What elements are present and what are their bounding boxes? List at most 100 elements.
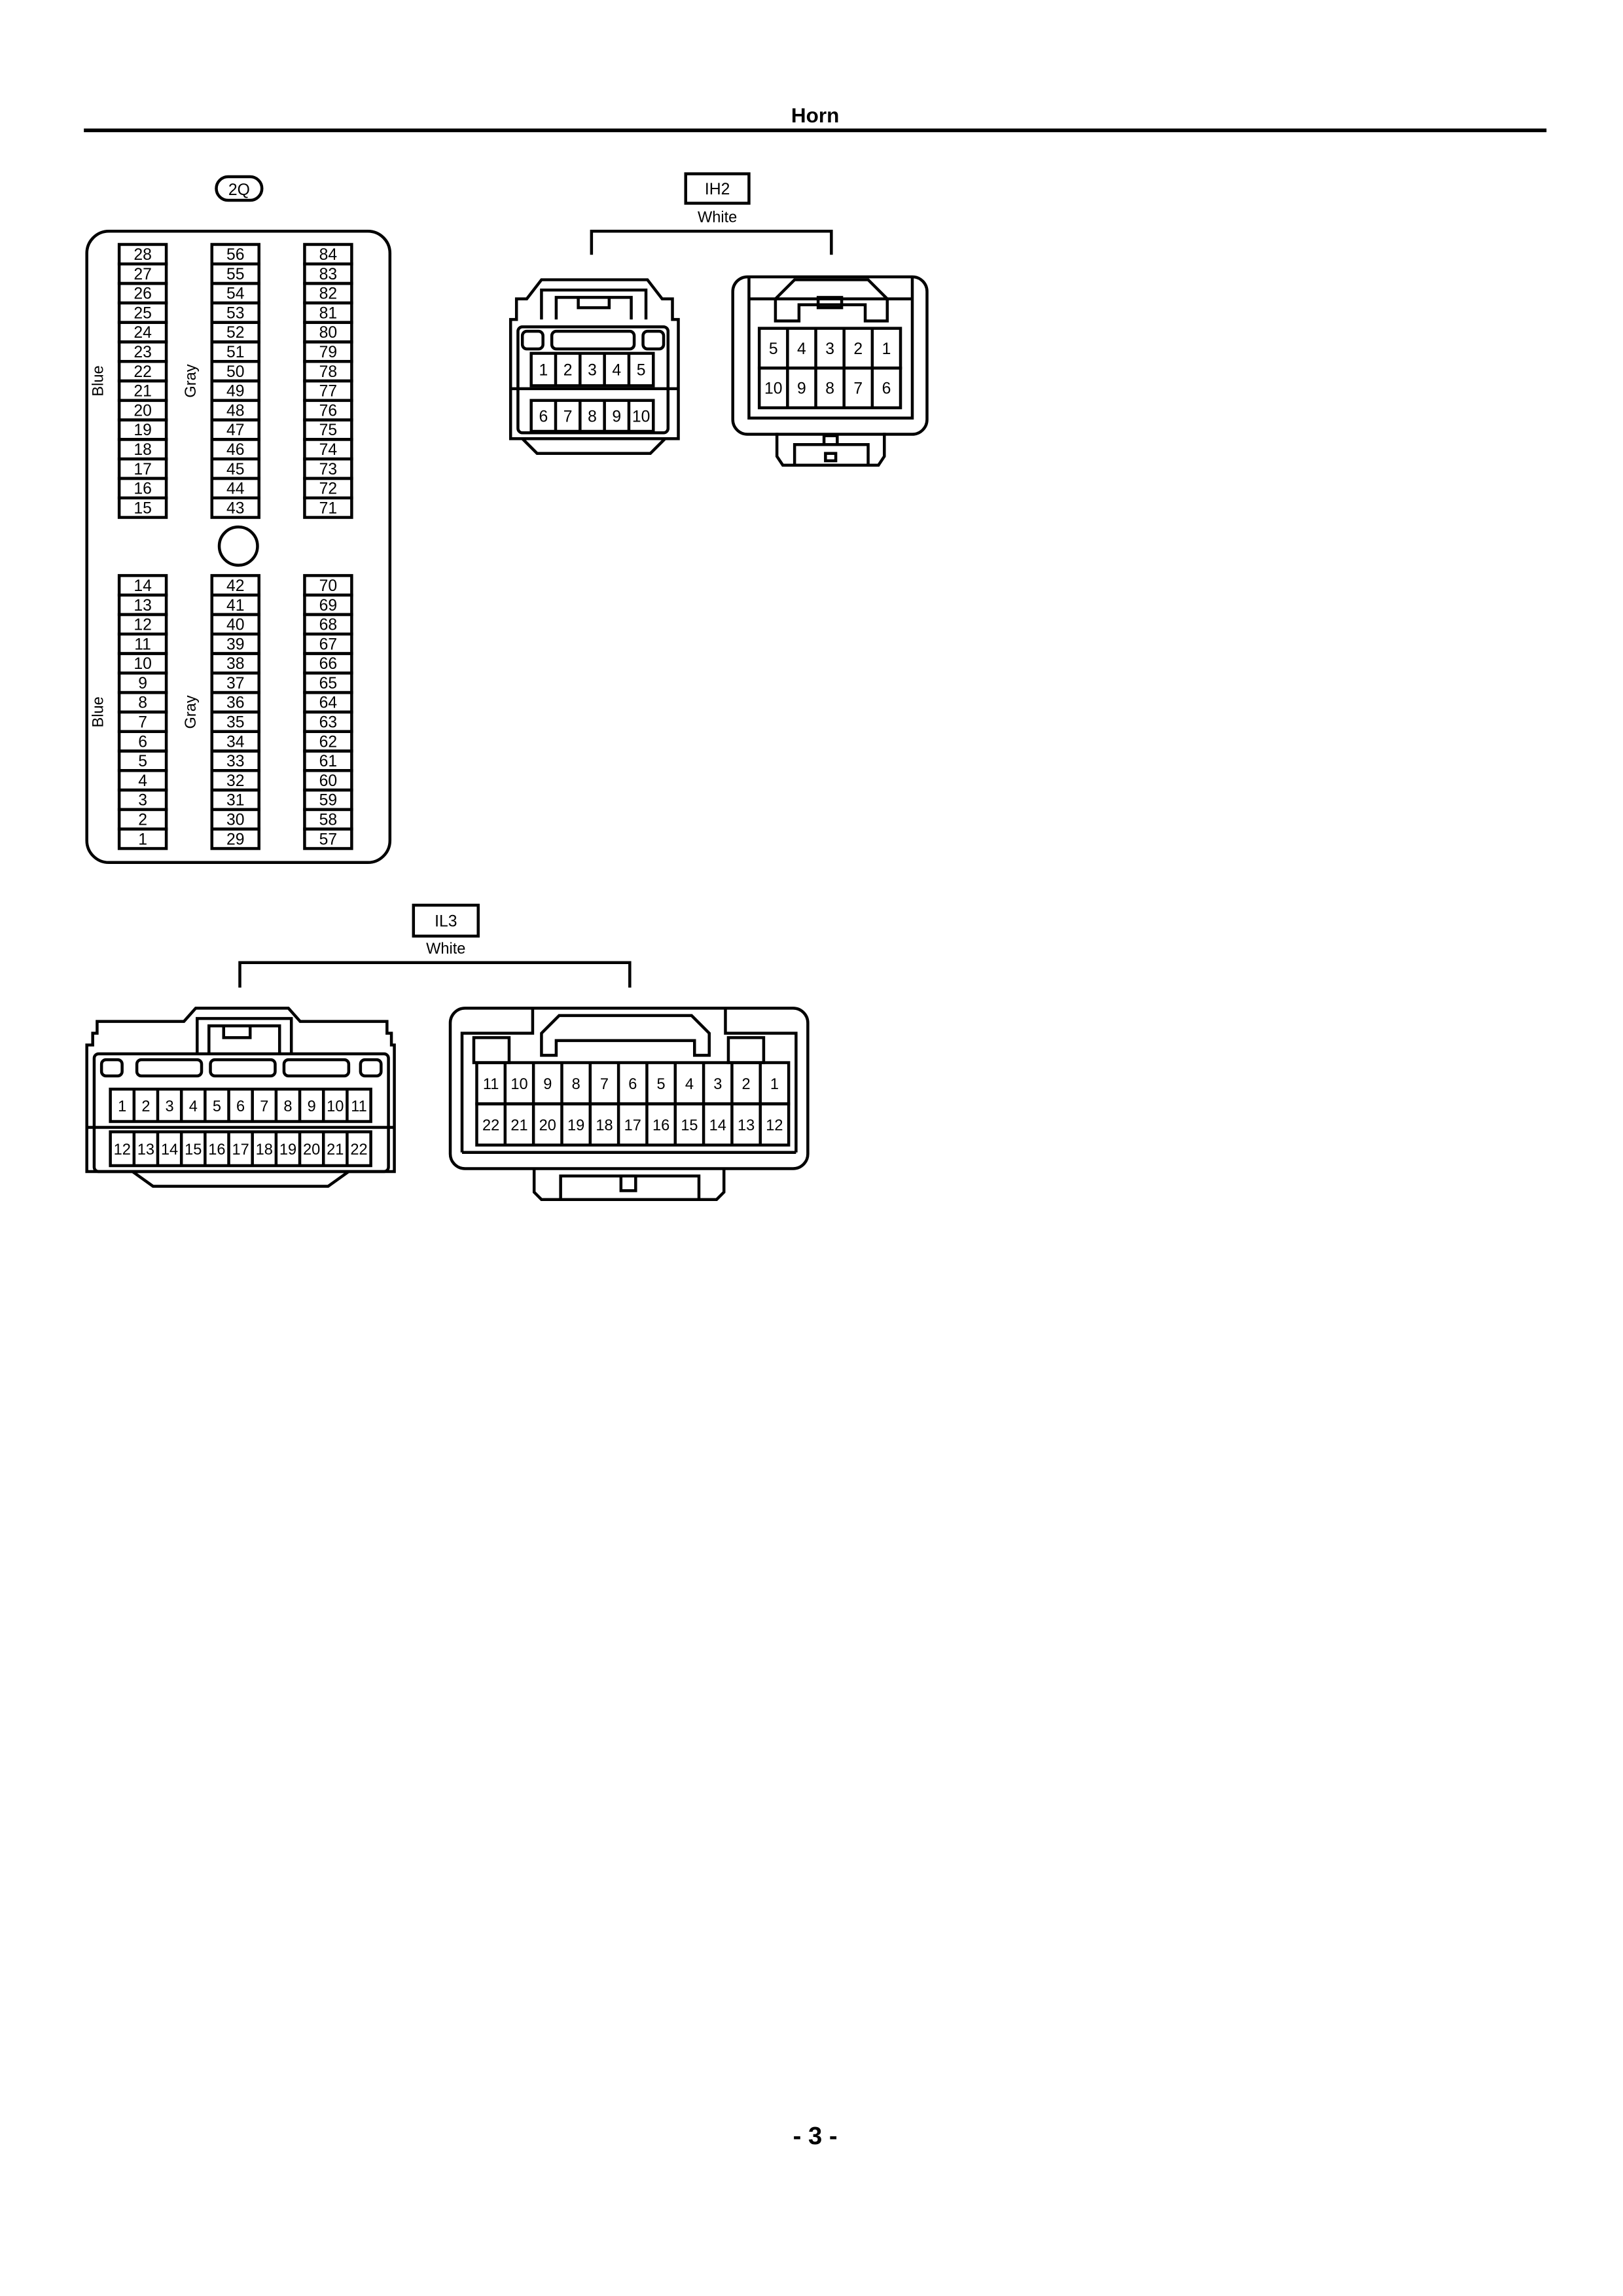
connector-color: White: [698, 209, 737, 226]
pin-number: 24: [134, 324, 152, 342]
pin-number: 3: [713, 1076, 722, 1093]
pin-number: 58: [319, 811, 338, 829]
pin-number: 3: [138, 792, 147, 810]
pin-number: 1: [118, 1098, 126, 1115]
connector-2q: 2Q 2827262524232221201918171615Blue14131…: [85, 175, 392, 865]
pin-number: 19: [134, 422, 152, 439]
pin-number: 2: [563, 362, 573, 380]
pin-number: 4: [612, 362, 621, 380]
pin-number: 57: [319, 831, 338, 848]
pin-number: 4: [138, 772, 147, 790]
pin-number: 4: [685, 1076, 694, 1093]
pin-number: 83: [319, 266, 338, 283]
pin-number: 51: [226, 344, 245, 361]
wire-color-label: Blue: [90, 365, 107, 396]
wire-color-label: Gray: [183, 364, 200, 397]
pin-number: 4: [797, 340, 806, 358]
pin-number: 19: [279, 1141, 296, 1158]
pin-number: 28: [134, 246, 152, 264]
pin-number: 48: [226, 402, 245, 420]
pin-number: 5: [138, 753, 147, 770]
pin-number: 13: [134, 597, 152, 615]
pin-number: 10: [134, 655, 152, 673]
pin-number: 7: [853, 380, 863, 398]
pin-number: 7: [138, 714, 147, 732]
pin-number: 76: [319, 402, 338, 420]
pin-number: 81: [319, 304, 338, 322]
pin-number: 5: [637, 362, 646, 380]
pin-number: 14: [161, 1141, 178, 1158]
pin-number: 2: [141, 1098, 150, 1115]
pin-number: 49: [226, 383, 245, 401]
pin-number: 16: [208, 1141, 225, 1158]
pin-row: [757, 367, 902, 410]
pin-number: 5: [657, 1076, 666, 1093]
pin-number: 15: [185, 1141, 202, 1158]
connector-code: 2Q: [228, 181, 250, 199]
pin-number: 77: [319, 383, 338, 401]
pin-number: 12: [134, 617, 152, 634]
pin-number: 6: [138, 733, 147, 751]
pin-number: 19: [567, 1117, 584, 1134]
pin-number: 10: [510, 1076, 527, 1093]
pin-number: 72: [319, 480, 338, 498]
pin-number: 3: [588, 362, 597, 380]
pin-number: 21: [134, 383, 152, 401]
pin-number: 36: [226, 694, 245, 712]
pin-number: 43: [226, 499, 245, 517]
pin-number: 29: [226, 831, 245, 848]
pin-number: 53: [226, 304, 245, 322]
pin-number: 17: [232, 1141, 249, 1158]
pin-number: 32: [226, 772, 245, 790]
pin-number: 12: [114, 1141, 131, 1158]
pin-number: 7: [563, 408, 573, 425]
pin-number: 7: [600, 1076, 609, 1093]
pin-number: 9: [543, 1076, 552, 1093]
pin-number: 9: [138, 675, 147, 692]
pin-number: 74: [319, 441, 338, 459]
page-title: Horn: [791, 104, 839, 127]
pin-number: 11: [351, 1098, 367, 1115]
pin-number: 12: [766, 1117, 783, 1134]
pin-cell: [210, 496, 260, 519]
connector-color: White: [426, 941, 465, 958]
pin-number: 6: [539, 408, 548, 425]
pin-row: [529, 399, 655, 433]
pin-number: 63: [319, 714, 338, 732]
pin-number: 22: [350, 1141, 367, 1158]
pin-number: 54: [226, 285, 245, 303]
pin-number: 2: [853, 340, 863, 358]
pin-number: 25: [134, 304, 152, 322]
pin-number: 44: [226, 480, 245, 498]
pin-number: 45: [226, 461, 245, 478]
pin-number: 1: [770, 1076, 779, 1093]
connector-code-box: [684, 172, 751, 205]
connector-code-box: [412, 903, 480, 938]
pin-number: 37: [226, 675, 245, 692]
wire-color-label: Gray: [183, 695, 200, 728]
pin-number: 73: [319, 461, 338, 478]
pin-number: 41: [226, 597, 245, 615]
pin-number: 2: [742, 1076, 751, 1093]
pin-cell: [117, 496, 168, 519]
pin-number: 68: [319, 617, 338, 634]
pin-number: 67: [319, 636, 338, 653]
pin-number: 40: [226, 617, 245, 634]
connector-code: IH2: [705, 181, 730, 198]
pin-number: 21: [327, 1141, 344, 1158]
pin-number: 14: [709, 1117, 726, 1134]
pin-number: 10: [327, 1098, 344, 1115]
pin-number: 27: [134, 266, 152, 283]
pin-number: 8: [588, 408, 597, 425]
pin-number: 17: [134, 461, 152, 478]
pin-number: 82: [319, 285, 338, 303]
pin-number: 21: [510, 1117, 527, 1134]
pin-number: 18: [134, 441, 152, 459]
pin-number: 64: [319, 694, 338, 712]
pin-number: 66: [319, 655, 338, 673]
pin-number: 75: [319, 422, 338, 439]
